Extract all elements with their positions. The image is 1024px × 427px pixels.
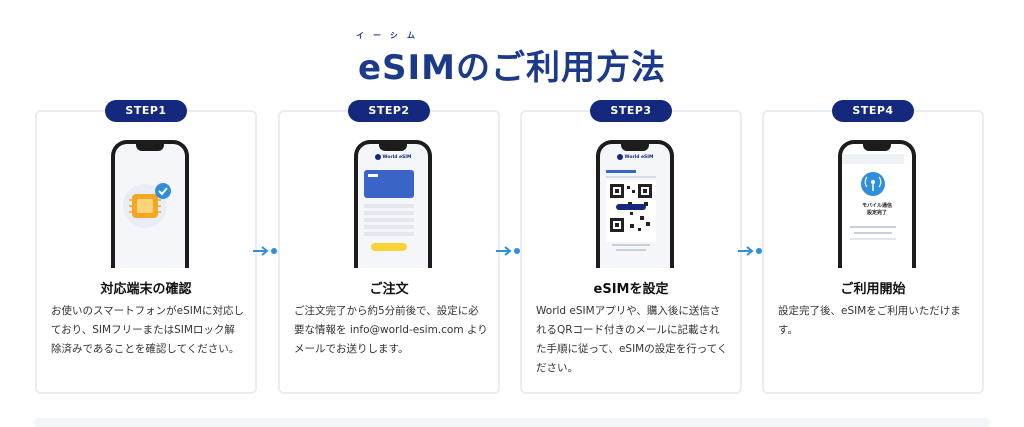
- phone-illustration: モバイル通信 設定完了: [838, 140, 916, 268]
- step-card-1: STEP1 対応端末の確認 お使いのスマートフォンがeSIMに対応しており、SI…: [35, 100, 257, 394]
- step-card-3: STEP3 World eSIM eSIMを設定 World eSIMアプリや、…: [520, 100, 742, 394]
- phone-illustration: World eSIM: [354, 140, 432, 268]
- screen-text: 設定完了: [866, 210, 887, 216]
- step-title: ご注文: [369, 282, 409, 297]
- antenna-icon: [842, 154, 904, 240]
- step-title: eSIMを設定: [593, 282, 669, 297]
- esim-chip-check-icon: [123, 183, 171, 228]
- page-title: eSIMのご利用方法: [357, 48, 667, 88]
- step-description: お使いのスマートフォンがeSIMに対応しており、SIMフリーまたはSIMロック解…: [51, 305, 244, 355]
- step-description: World eSIMアプリや、購入後に送信されるQRコード付きのメールに記載され…: [536, 305, 728, 374]
- step-card-4: STEP4 モバイル通信 設定完了 ご利用開始 設定完了後、eSIMをご利用いた…: [762, 100, 984, 394]
- step-badge: STEP3: [590, 100, 672, 122]
- step-card-2: STEP2 World eSIM ご注文 ご注文完了から約5分前後で、設定に必要…: [278, 100, 500, 394]
- step-description: 設定完了後、eSIMをご利用いただけます。: [778, 305, 961, 336]
- step-badge: STEP2: [348, 100, 430, 122]
- arrow-right-icon: [253, 246, 277, 256]
- world-esim-logo: World eSIM: [600, 153, 670, 161]
- arrow-right-icon: [496, 246, 520, 256]
- step-title: ご利用開始: [840, 282, 906, 297]
- step-description: ご注文完了から約5分前後で、設定に必要な情報を info@world-esim.…: [294, 305, 488, 355]
- world-esim-logo: World eSIM: [358, 153, 428, 161]
- title-ruby: イーシム: [356, 31, 424, 40]
- step-title: 対応端末の確認: [100, 282, 192, 297]
- step-badge: STEP1: [105, 100, 187, 122]
- phone-illustration: World eSIM: [596, 140, 674, 268]
- step-badge: STEP4: [832, 100, 914, 122]
- arrow-right-icon: [738, 246, 762, 256]
- bottom-section-edge: [34, 418, 990, 427]
- phone-illustration: [111, 140, 189, 268]
- order-form-icon: [364, 170, 414, 251]
- screen-text: モバイル通信: [861, 203, 892, 209]
- qr-code-icon: [606, 170, 656, 251]
